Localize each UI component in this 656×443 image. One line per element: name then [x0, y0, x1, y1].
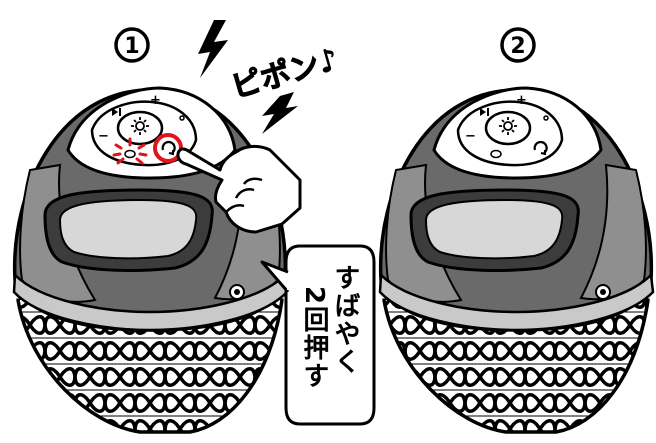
speaker-step-1: 1 + − — [12, 20, 376, 434]
light-icon — [131, 117, 149, 135]
volume-up-icon: + — [516, 93, 527, 108]
speaker-step-2: 2 + − — [378, 27, 655, 434]
finger-pointer-icon — [176, 144, 302, 234]
step-number-2-label: 2 — [510, 34, 525, 59]
party-link-icon — [533, 140, 548, 156]
callout-line-1: すばやく — [330, 264, 360, 376]
play-pause-icon — [480, 108, 489, 116]
light-icon — [499, 117, 517, 135]
step-number-2: 2 — [500, 27, 536, 63]
power-led — [490, 149, 502, 159]
party-link-icon — [161, 140, 176, 156]
step-number-1-label: 1 — [124, 34, 139, 59]
step-number-1: 1 — [114, 27, 150, 63]
callout-line-2: 2回押す — [299, 286, 329, 390]
mic-indicator — [179, 115, 185, 121]
volume-down-icon: − — [465, 129, 476, 144]
callout-bubble: すばやく 2回押す — [260, 244, 376, 426]
play-pause-icon — [112, 108, 121, 116]
lightning-icon — [262, 92, 298, 134]
power-led-blink — [112, 137, 148, 165]
volume-up-icon: + — [150, 93, 161, 108]
volume-down-icon: − — [98, 129, 109, 144]
mic-indicator — [543, 115, 549, 121]
lightning-icon — [198, 20, 228, 78]
